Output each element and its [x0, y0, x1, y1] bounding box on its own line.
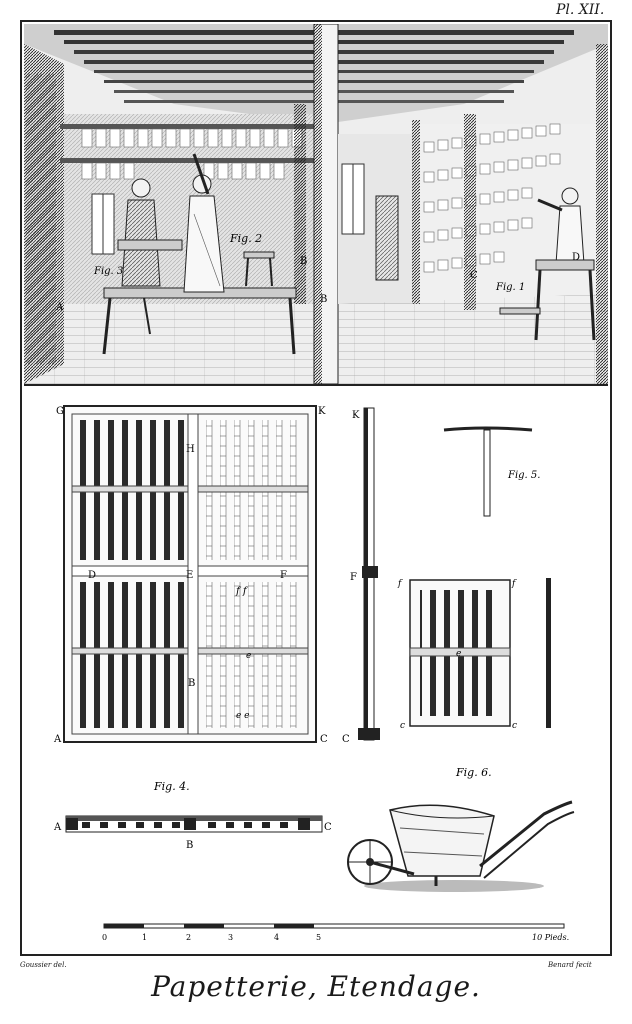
worker-fig2: [183, 153, 225, 293]
fig4-letter-a: A: [53, 822, 62, 833]
small-letter-f1: f: [397, 579, 403, 589]
frame-letter-d: D: [88, 570, 96, 581]
small-drying-frame: [409, 579, 511, 727]
fig4-label: Fig. 4.: [153, 780, 190, 793]
scale-bar: [103, 923, 565, 929]
scale-tick-4: 4: [274, 933, 279, 942]
credit-engraver: Benard fecit: [548, 961, 592, 969]
plate-title: Papetterie, Etendage.: [151, 970, 481, 1003]
credit-delineator: Goussier del.: [20, 961, 67, 969]
frame-letters-ff: f f: [235, 586, 249, 597]
label-letter-b2: B: [320, 294, 327, 305]
plate-number: Pl. XII.: [556, 2, 605, 18]
small-letter-f2: f: [511, 579, 517, 589]
loft-engraving: Fig. 2 Fig. 3 Fig. 1 A B B C D: [24, 24, 608, 384]
small-letter-e: e: [456, 649, 461, 659]
frame-letter-h: H: [186, 444, 195, 455]
scale-tick-5: 5: [316, 933, 321, 942]
scale-tick-0: 0: [102, 933, 107, 942]
frame-letter-g: G: [56, 406, 64, 417]
side-letter-c: C: [342, 734, 350, 745]
frame-letter-f: F: [280, 570, 287, 581]
side-letter-f: F: [350, 572, 357, 583]
drying-loft-scene: Fig. 2 Fig. 3 Fig. 1 A B B C D: [24, 24, 608, 386]
fig6-wheelbarrow: [347, 800, 575, 892]
hanging-sheets-left: [81, 128, 303, 180]
fig5-t-tool: [443, 426, 533, 517]
frame-letter-c: C: [320, 734, 328, 745]
worker-fig3: [117, 178, 183, 287]
small-letter-c1: c: [400, 721, 405, 731]
label-letter-a: A: [55, 302, 64, 313]
frame-letter-b: B: [188, 678, 195, 689]
fig6-label: Fig. 6.: [455, 766, 492, 779]
label-letter-c: C: [470, 270, 478, 281]
frame-letter-e: E: [186, 570, 193, 581]
fig4-letter-c: C: [324, 822, 332, 833]
frame-side-elevation: [358, 407, 380, 741]
diagrams-engraving: G H K D E F f f e B e e A C K F C Fig. 5…: [53, 405, 575, 942]
scale-tick-2: 2: [186, 933, 191, 942]
scale-tick-1: 1: [142, 933, 147, 942]
fig4-letter-b: B: [186, 840, 193, 851]
frame-letter-a: A: [53, 734, 62, 745]
frame-letter-k: K: [318, 406, 326, 417]
label-letter-d: D: [572, 252, 580, 263]
diagrams-panel: G H K D E F f f e B e e A C K F C Fig. 5…: [24, 386, 608, 954]
fig4-rail: [65, 815, 323, 833]
small-letter-c2: c: [512, 721, 517, 731]
small-frame-side: [546, 578, 551, 728]
frame-letters-ee: e e: [236, 711, 250, 721]
fig5-label: Fig. 5.: [507, 470, 540, 481]
label-fig3: Fig. 3: [93, 266, 123, 277]
label-letter-b1: B: [300, 256, 307, 267]
frame-letter-e-small: e: [246, 651, 251, 661]
label-fig1: Fig. 1: [495, 282, 525, 293]
drying-racks-right: [412, 114, 608, 310]
plate-frame: [20, 20, 612, 956]
scale-tick-3: 3: [228, 933, 233, 942]
label-fig2: Fig. 2: [229, 232, 262, 245]
drying-frame-plan: [63, 405, 317, 743]
side-letter-k: K: [352, 410, 360, 421]
scale-end-label: 10 Pieds.: [532, 933, 569, 942]
